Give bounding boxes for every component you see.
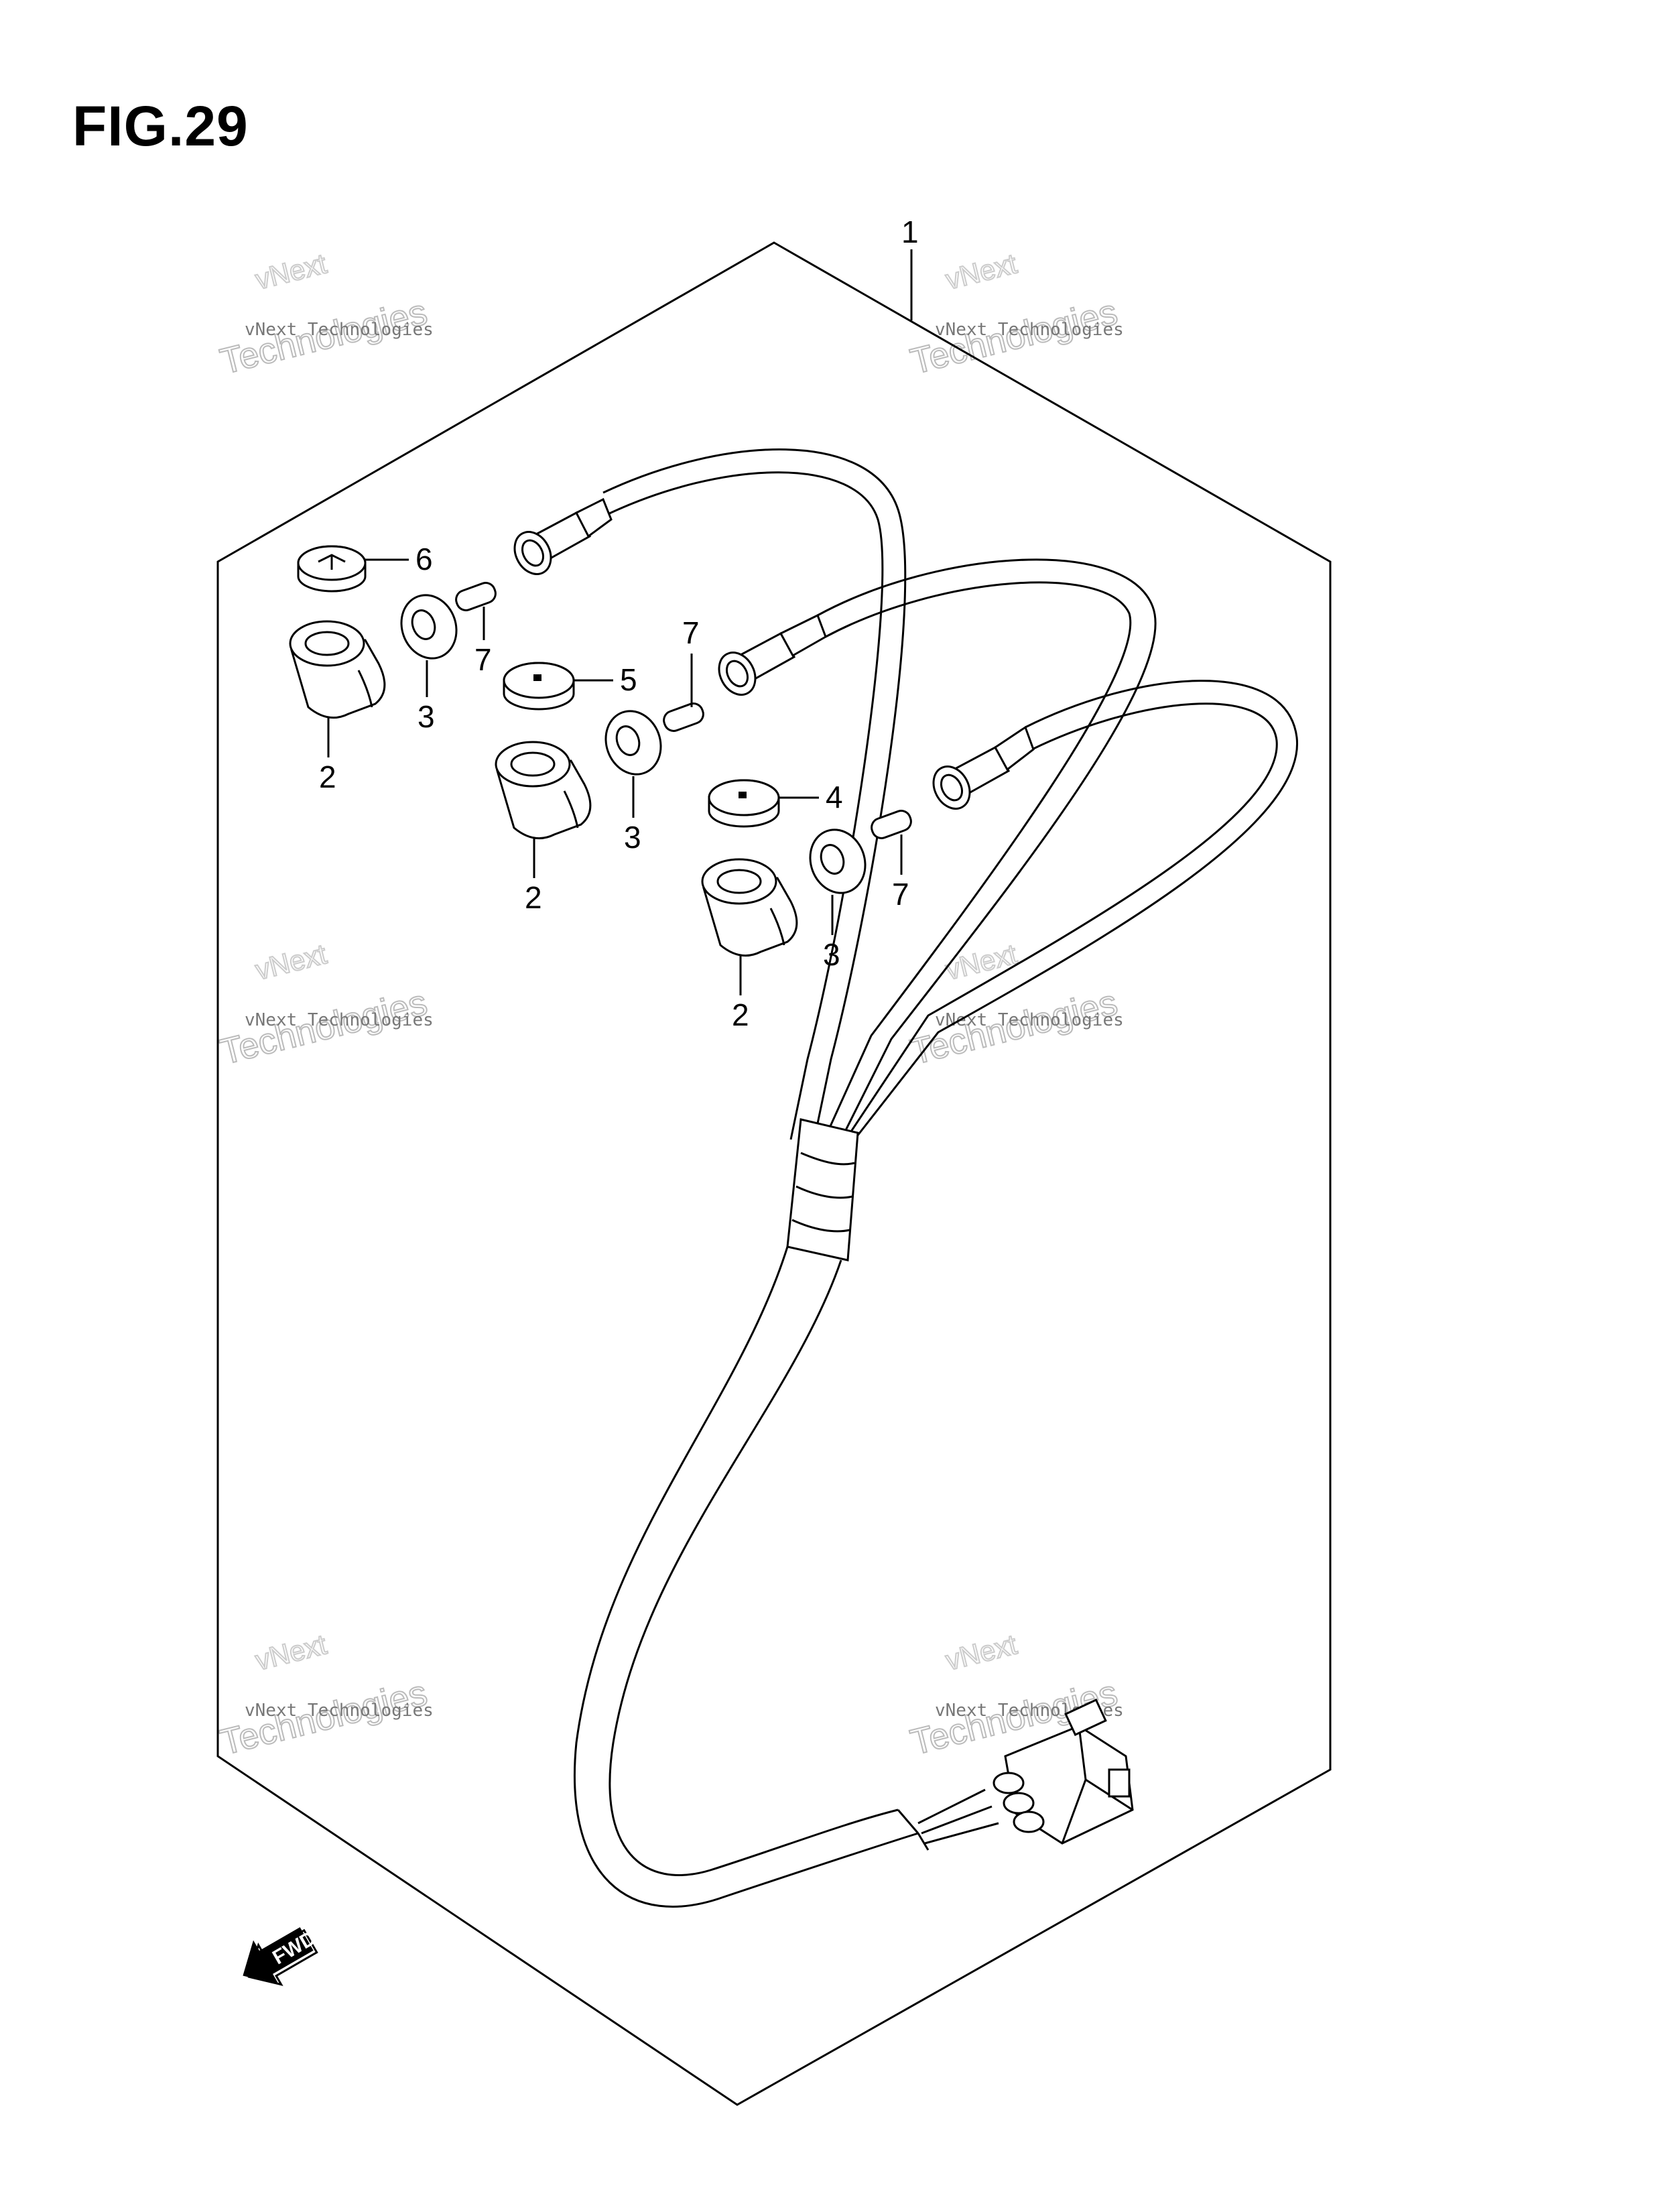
bulb-7-lower xyxy=(871,810,912,839)
watermark-vnext: vNext xyxy=(252,247,330,296)
harness-connector xyxy=(993,1699,1134,1845)
callout-2-middle: 2 xyxy=(525,880,542,915)
lamp-housing-2-middle xyxy=(495,741,592,840)
grommet-3-top xyxy=(400,594,458,660)
watermark-text: vNext Technologies xyxy=(245,1701,434,1721)
callout-3-middle: 3 xyxy=(624,820,641,855)
callout-6: 6 xyxy=(416,542,433,576)
callout-7-middle: 7 xyxy=(682,615,700,650)
bulb-socket-middle xyxy=(718,613,827,696)
bulb-socket-top xyxy=(513,497,613,575)
callout-7-lower: 7 xyxy=(892,877,909,912)
watermark-vnext: vNext xyxy=(942,247,1020,296)
bulb-7-middle xyxy=(663,702,704,732)
watermark-text: vNext Technologies xyxy=(245,320,434,340)
callout-5: 5 xyxy=(620,662,637,697)
watermark-vnext: vNext xyxy=(942,1628,1020,1676)
grommet-3-lower xyxy=(809,828,867,894)
leader-lines xyxy=(327,558,903,995)
callout-3-top: 3 xyxy=(418,699,435,734)
fwd-arrow: FWD xyxy=(243,1927,320,1986)
bulb-socket-lower xyxy=(932,725,1035,810)
callout-2-lower: 2 xyxy=(732,997,749,1032)
assembly-outline xyxy=(216,241,1332,2106)
indicator-cap-4 xyxy=(708,779,780,828)
callout-4: 4 xyxy=(826,780,843,814)
callout-3-lower: 3 xyxy=(823,937,840,972)
callout-2-top: 2 xyxy=(319,759,336,794)
lamp-housing-2-top xyxy=(289,620,386,719)
grommet-3-middle xyxy=(604,710,662,776)
lamp-housing-2-lower xyxy=(701,858,798,957)
figure-title: FIG.29 xyxy=(72,95,249,158)
watermark-text: vNext Technologies xyxy=(245,1010,434,1030)
watermark-text: vNext Technologies xyxy=(935,1010,1124,1030)
wiring-harness xyxy=(573,448,1298,1908)
indicator-cap-5 xyxy=(503,662,575,711)
watermark-text: vNext Technologies xyxy=(935,320,1124,340)
bulb-7-top xyxy=(455,582,497,611)
watermark-vnext: vNext xyxy=(942,938,1020,986)
watermark-vnext: vNext xyxy=(252,938,330,986)
indicator-cap-6 xyxy=(297,545,367,593)
watermark-vnext: vNext xyxy=(252,1628,330,1676)
callout-1: 1 xyxy=(901,214,919,249)
callout-7-top: 7 xyxy=(474,642,492,677)
